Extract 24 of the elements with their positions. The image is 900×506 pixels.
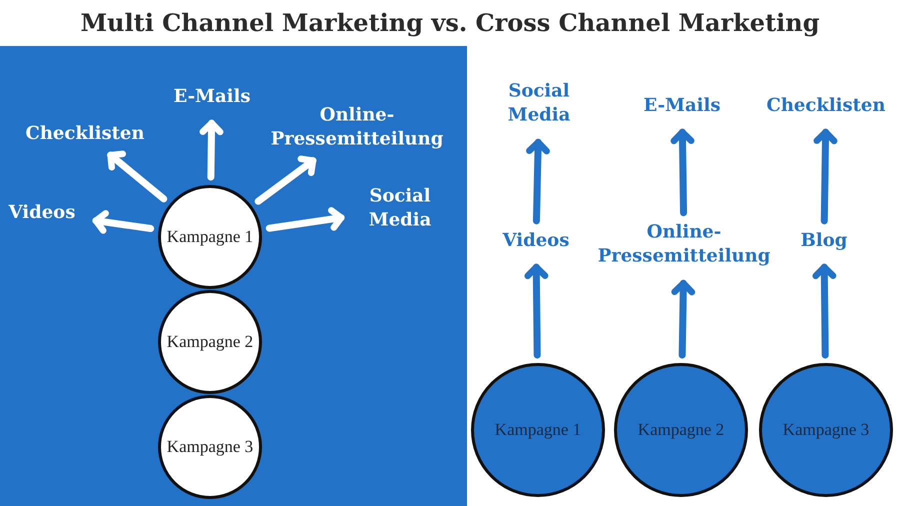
arrow [814,128,838,224]
arrow [200,120,224,180]
arrow [526,138,550,224]
campaign-circle: Kampagne 2 [614,363,748,497]
channel-label: Blog [789,228,859,254]
channel-label: Videos [491,228,581,254]
title: Multi Channel Marketing vs. Cross Channel Marketing [79,8,821,37]
arrow [670,128,694,216]
channel-label: Checklisten [756,94,896,118]
arrow [92,210,154,234]
channel-label: Videos [2,200,82,226]
arrow [107,150,168,202]
arrow [812,264,836,358]
channel-label: Social Media [494,80,584,128]
channel-label: Checklisten [15,122,155,146]
arrow [671,280,696,358]
channel-label: Online-Pressemitteilung [584,220,784,270]
campaign-circle: Kampagne 1 [471,363,605,497]
campaign-circle: Kampagne 3 [759,363,893,497]
arrow [524,264,548,358]
channel-label: E-Mails [632,94,732,118]
arrow [254,156,316,205]
channel-label: Social Media [355,184,445,234]
arrow [266,207,345,232]
